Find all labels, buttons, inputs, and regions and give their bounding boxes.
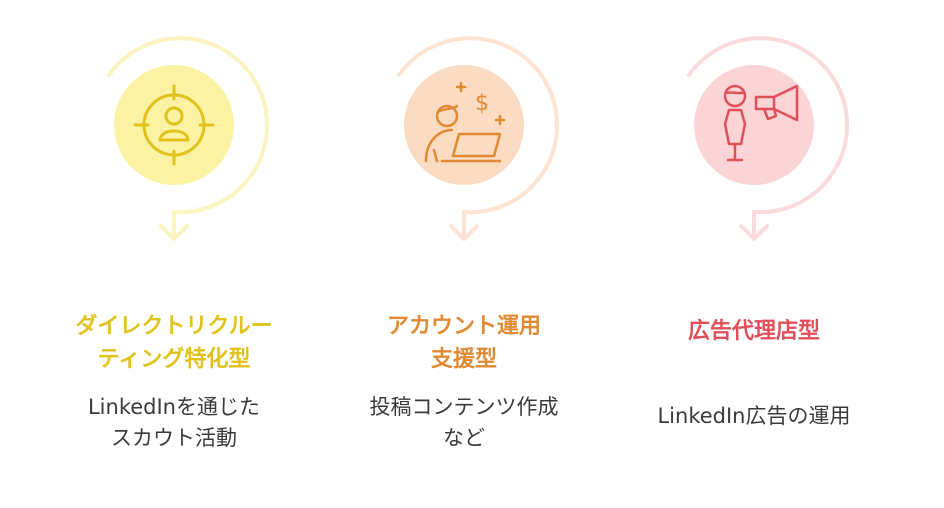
icon-circle — [694, 65, 814, 185]
card-1-graphic — [107, 36, 269, 241]
card-title: 広告代理店型 — [604, 315, 904, 348]
card-2-graphic: $ — [397, 36, 559, 241]
card-3-graphic — [687, 36, 849, 241]
desc-line: 投稿コンテンツ作成 — [369, 395, 559, 419]
person-megaphone-icon — [723, 84, 799, 162]
progress-ring — [397, 36, 559, 239]
desc-line: LinkedIn広告の運用 — [657, 404, 851, 428]
title-line: 支援型 — [430, 347, 497, 372]
icon-circle — [404, 65, 524, 185]
card-description: LinkedIn広告の運用 — [604, 401, 904, 432]
card-description: 投稿コンテンツ作成 など — [314, 392, 614, 454]
arrow-down-icon — [449, 224, 479, 241]
progress-ring — [687, 36, 849, 239]
title-line: ダイレクトリクルー — [75, 314, 273, 339]
desc-line: など — [443, 426, 485, 450]
card-account-operation: $ アカウント運用 支援型 投稿コンテンツ作成 など — [314, 0, 614, 508]
title-line: ティング特化型 — [97, 347, 251, 372]
person-laptop-money-icon: $ — [424, 81, 506, 163]
target-person-icon — [133, 84, 215, 166]
card-description: LinkedInを通じた スカウト活動 — [24, 392, 324, 454]
card-ad-agency: 広告代理店型 LinkedIn広告の運用 — [604, 0, 904, 508]
arrow-down-icon — [159, 224, 189, 241]
svg-text:$: $ — [475, 91, 489, 116]
card-title: アカウント運用 支援型 — [314, 310, 614, 376]
card-direct-recruiting: ダイレクトリクルー ティング特化型 LinkedInを通じた スカウト活動 — [24, 0, 324, 508]
arrow-down-icon — [739, 224, 769, 241]
title-line: 広告代理店型 — [687, 319, 820, 344]
title-line: アカウント運用 — [386, 314, 541, 339]
progress-ring — [107, 36, 269, 239]
card-title: ダイレクトリクルー ティング特化型 — [24, 310, 324, 376]
desc-line: LinkedInを通じた — [87, 395, 260, 419]
desc-line: スカウト活動 — [111, 426, 237, 450]
